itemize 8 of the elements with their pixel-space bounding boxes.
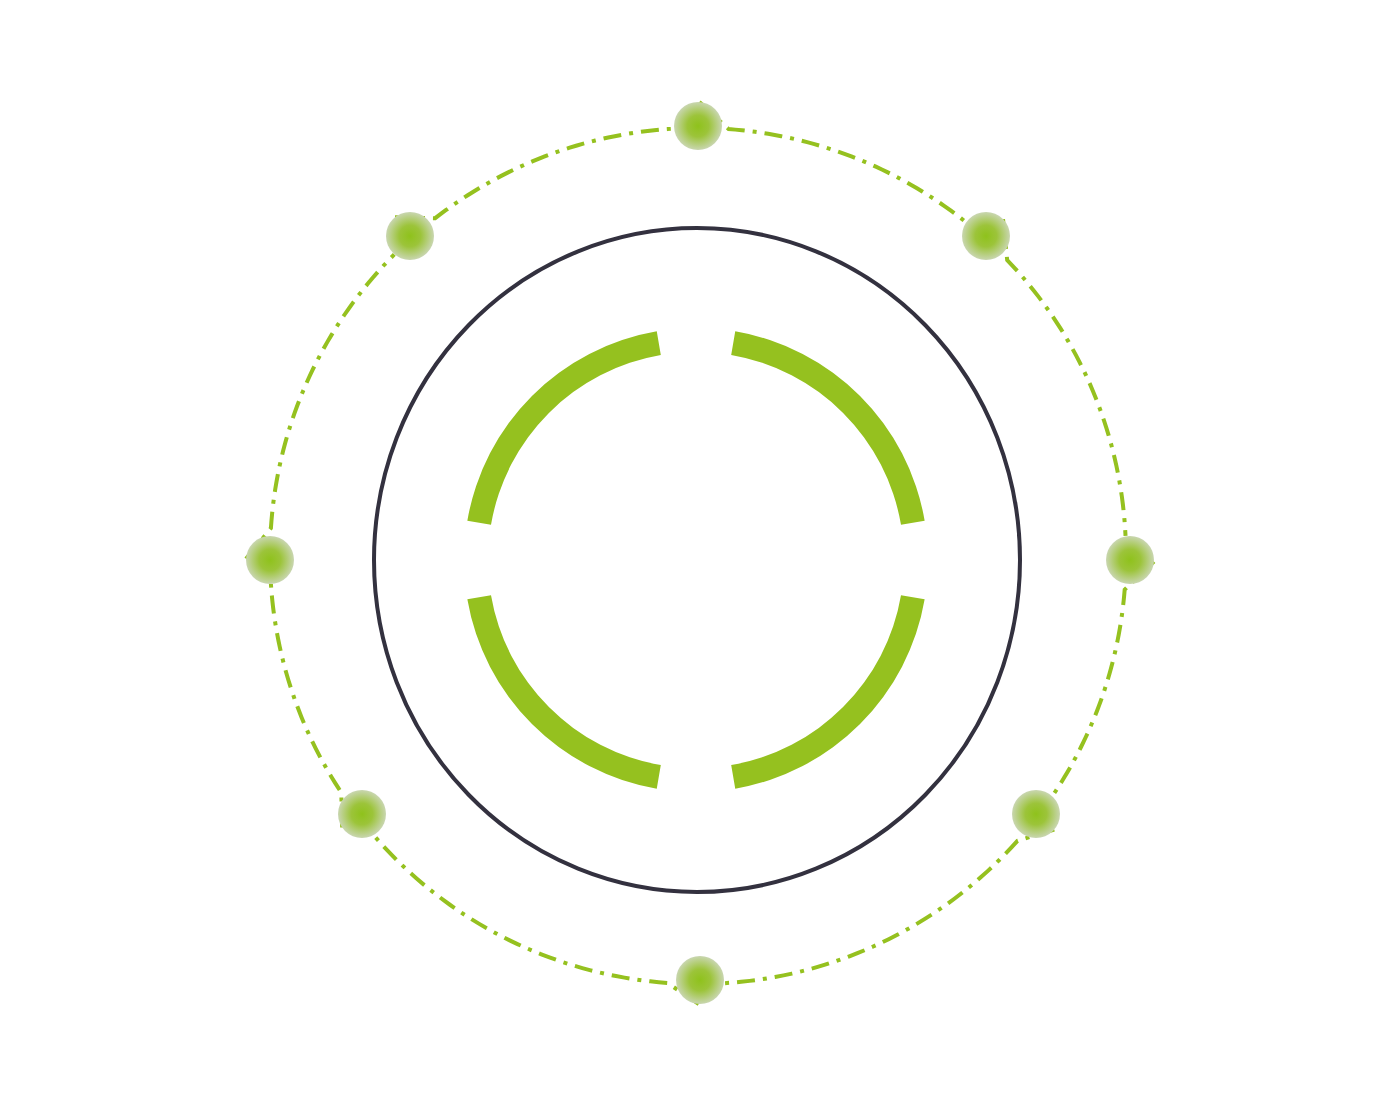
dash-dot-connector xyxy=(394,126,675,221)
dash-dot-connector xyxy=(1001,218,1128,537)
dash-dot-connector xyxy=(1050,560,1156,798)
dash-dot-connector xyxy=(268,583,345,828)
dash-dot-connector xyxy=(723,827,1055,986)
dash-dot-connector xyxy=(698,100,968,224)
dash-dot-connector xyxy=(372,833,700,1006)
dash-dot-connector xyxy=(244,253,396,561)
